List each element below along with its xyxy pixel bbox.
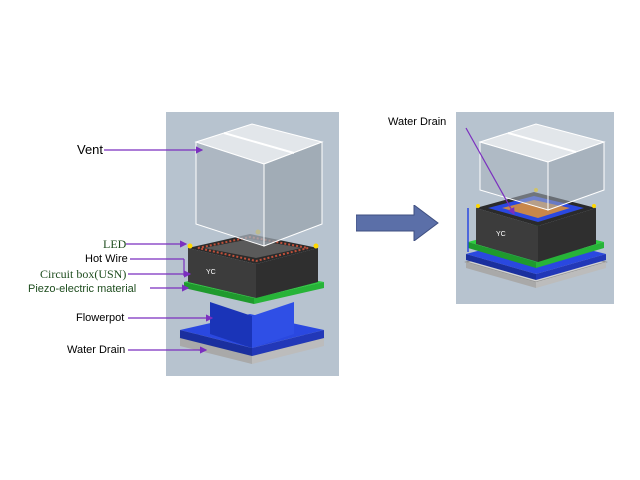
transition-arrow <box>356 205 439 241</box>
circuit-box-label: Circuit box(USN) <box>40 267 127 281</box>
piezo-label: Piezo-electric material <box>28 283 137 295</box>
left-device-panel: YC <box>166 112 339 376</box>
circuit-box-side-right <box>256 248 318 298</box>
left-device-illustration: YC <box>179 123 325 364</box>
led-dot <box>187 243 193 249</box>
hot-wire-mesh <box>197 235 309 263</box>
vent-side-right <box>263 141 323 247</box>
led-label: LED <box>103 237 127 251</box>
right-device-panel: YC <box>456 112 614 304</box>
water-drain-left-label: Water Drain <box>67 344 126 356</box>
flowerpot-body <box>210 302 252 348</box>
flowerpot-label: Flowerpot <box>76 312 125 324</box>
yc-marker: YC <box>206 269 216 276</box>
circuit-box-side-left <box>188 248 256 298</box>
vent-label: Vent <box>77 142 104 157</box>
svg-text:YC: YC <box>496 231 506 238</box>
led-dot <box>313 243 319 249</box>
hot-wire-label: Hot Wire <box>85 253 128 265</box>
water-drain-right-label: Water Drain <box>388 116 447 128</box>
water-drain-right-leader <box>465 127 515 216</box>
